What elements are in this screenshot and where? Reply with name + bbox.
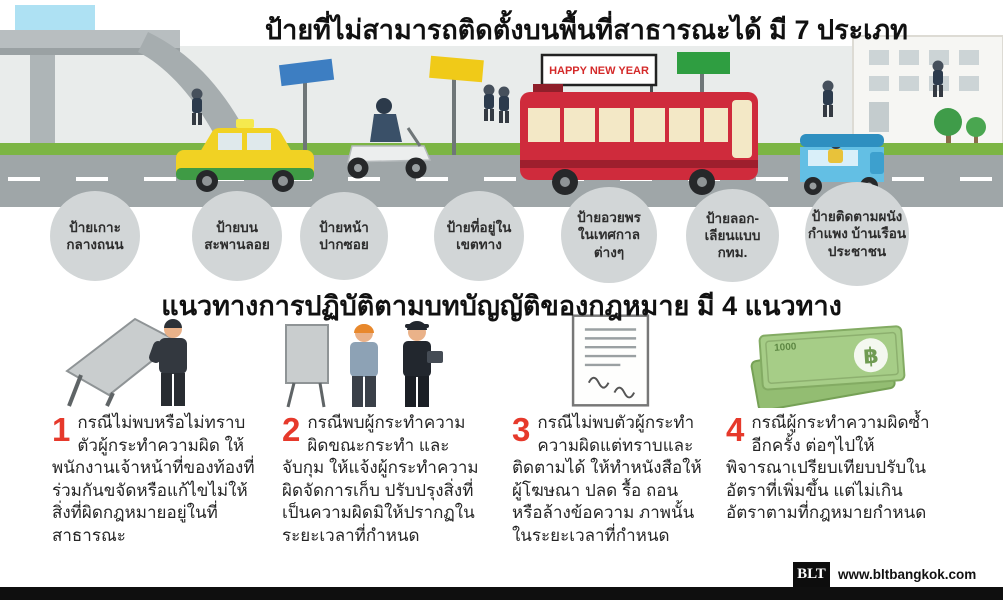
guideline-body: กรณีผู้กระทำความผิดซ้ำอีกครั้ง ต่อๆไปให้…	[726, 413, 930, 523]
banner-text: HAPPY NEW YEAR	[549, 65, 649, 77]
guideline-text: 1 กรณีไม่พบหรือไม่ทราบตัวผู้กระทำความผิด…	[52, 412, 258, 548]
blue-sign	[278, 58, 335, 87]
guideline-illustration-document	[512, 312, 709, 408]
guideline-illustration-banknotes: ฿ 1000	[726, 312, 936, 408]
bus	[520, 84, 758, 195]
footer-bar	[0, 587, 1003, 600]
guideline-text: 2 กรณีพบผู้กระทำความผิดขณะกระทำ และจับกุ…	[282, 412, 485, 548]
guideline-number: 3	[512, 411, 531, 448]
guideline-body: กรณีพบผู้กระทำความผิดขณะกระทำ และจับกุม …	[282, 413, 479, 546]
motorcycle	[347, 98, 432, 179]
baht-symbol: ฿	[862, 343, 879, 369]
website-url: www.bltbangkok.com	[838, 567, 977, 582]
sign-type-circle-7: ป้ายติดตามผนัง กำแพง บ้านเรือน ประชาชน	[805, 182, 909, 286]
sign-type-circle-2: ป้ายบน สะพานลอย	[192, 191, 282, 281]
guideline-illustration-worker-officer	[282, 312, 485, 408]
trees	[934, 108, 986, 145]
guideline-number: 1	[52, 411, 71, 448]
sign-type-circle-1: ป้ายเกาะ กลางถนน	[50, 191, 140, 281]
taxi	[176, 119, 314, 192]
guideline-body: กรณีไม่พบตัวผู้กระทำความผิดแต่ทราบและติด…	[512, 413, 702, 546]
guideline-illustration-carrying-sign	[52, 312, 258, 408]
overpass-bridge	[0, 5, 256, 154]
roadside-signs	[278, 52, 730, 155]
sign-type-circle-5: ป้ายอวยพร ในเทศกาล ต่างๆ	[561, 187, 657, 283]
yellow-sign	[429, 55, 484, 83]
guideline-body: กรณีไม่พบหรือไม่ทราบตัวผู้กระทำความผิด ใ…	[52, 413, 255, 546]
guideline-text: 4 กรณีผู้กระทำความผิดซ้ำอีกครั้ง ต่อๆไปใ…	[726, 412, 936, 525]
street-scene-illustration: HAPPY NEW YEAR	[0, 5, 1003, 207]
green-sign	[677, 52, 730, 74]
guideline-item-3: 3 กรณีไม่พบตัวผู้กระทำความผิดแต่ทราบและต…	[512, 312, 709, 548]
happy-new-year-banner: HAPPY NEW YEAR	[540, 53, 658, 97]
guideline-text: 3 กรณีไม่พบตัวผู้กระทำความผิดแต่ทราบและต…	[512, 412, 709, 548]
guideline-number: 4	[726, 411, 745, 448]
guideline-item-1: 1 กรณีไม่พบหรือไม่ทราบตัวผู้กระทำความผิด…	[52, 312, 258, 548]
blt-logo: BLT	[793, 562, 830, 587]
signs-section-title: ป้ายที่ไม่สามารถติดตั้งบนพื้นที่สาธารณะไ…	[265, 15, 908, 45]
guidelines-section-title: แนวทางการปฏิบัติตามบทบัญญัติของกฎหมาย มี…	[161, 291, 842, 321]
guideline-item-2: 2 กรณีพบผู้กระทำความผิดขณะกระทำ และจับกุ…	[282, 312, 485, 548]
buildings	[852, 35, 1003, 145]
sign-type-circle-3: ป้ายหน้า ปากซอย	[300, 192, 388, 280]
sign-type-circle-4: ป้ายที่อยู่ใน เขตทาง	[434, 191, 524, 281]
guideline-number: 2	[282, 411, 301, 448]
sign-type-circle-6: ป้ายลอก- เลียนแบบ กทม.	[686, 189, 779, 282]
guideline-item-4: ฿ 1000 4 กรณีผู้กระทำความผิดซ้ำอีกครั้ง …	[726, 312, 936, 525]
banknote-value: 1000	[774, 341, 797, 354]
